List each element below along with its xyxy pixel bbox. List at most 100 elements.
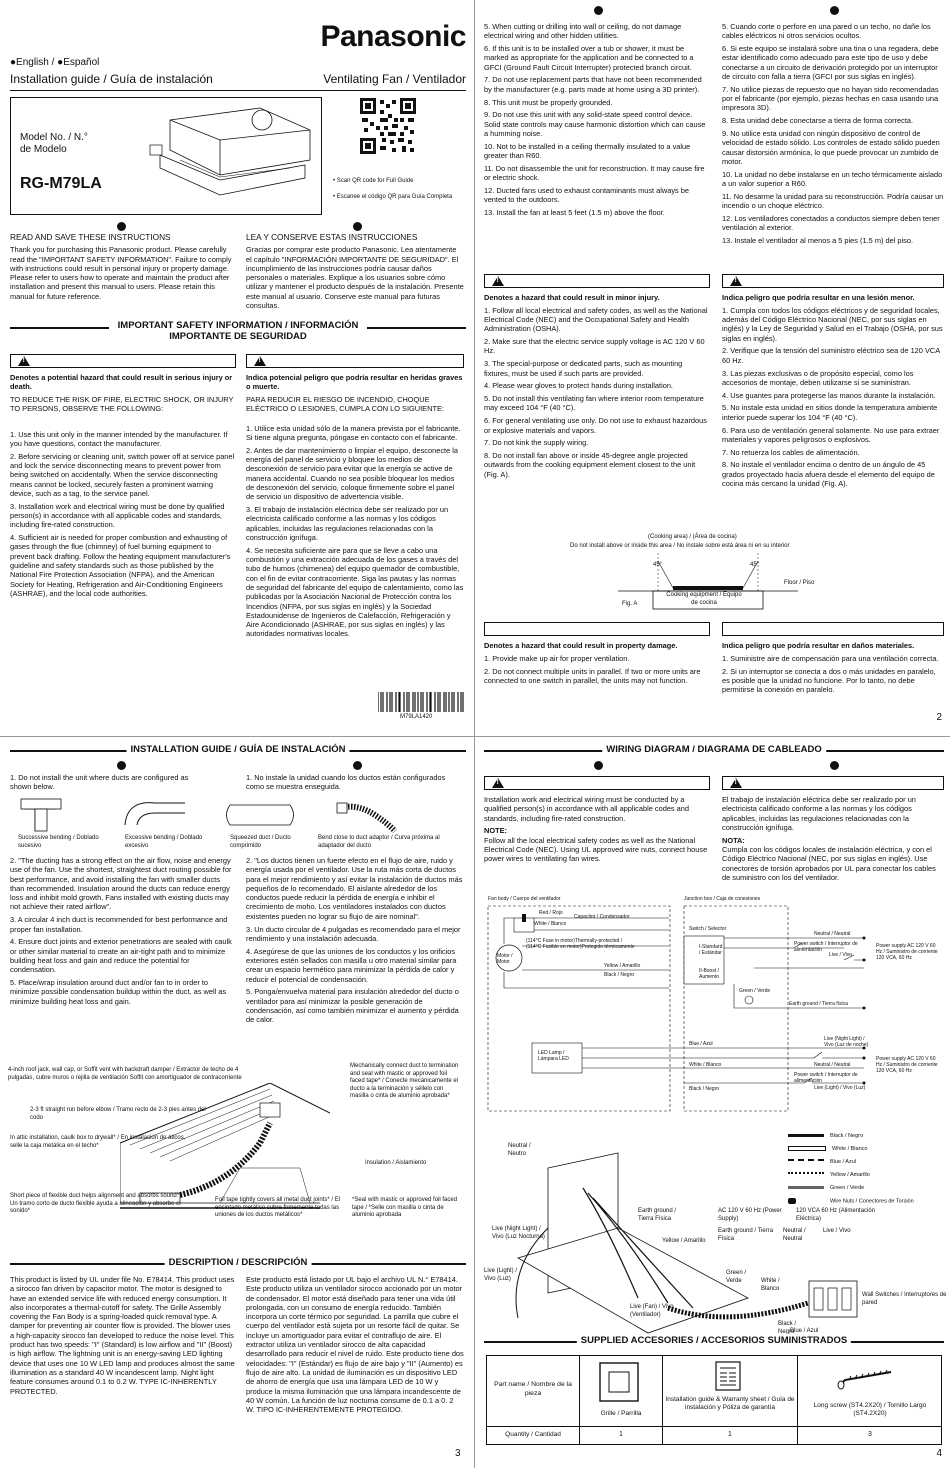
schem-supply: Power supply AC 120 V 60 Hz / Suministro… xyxy=(876,943,938,961)
schem-boost: II-Boost / Aumento xyxy=(699,968,720,980)
schem-red: Red / Rojo xyxy=(539,910,563,916)
schem-power-switch-2: Power switch / Interruptor de alimentaci… xyxy=(794,1072,858,1084)
caution-es-item: 4. Use guantes para protegerse las manos… xyxy=(722,390,936,400)
schem-supply-2: Power supply AC 120 V 60 Hz / Suministro… xyxy=(876,1056,938,1074)
legend-green: Green / Verde xyxy=(788,1185,948,1198)
grille-icon xyxy=(599,1362,639,1402)
caution-en-head: Denotes a hazard that could result in mi… xyxy=(484,293,660,302)
fig-a-note: Do not install above or inside this area… xyxy=(570,543,790,549)
supply-ac-es: 120 VCA 60 Hz (Alimentación Eléctrica) xyxy=(796,1208,876,1222)
schem-capacitor: Capacitor / Condensador xyxy=(574,914,630,920)
schem-power-switch: Power switch / Interruptor de alimentaci… xyxy=(794,941,858,953)
warning-es-cont: 5. Cuando corte o perfore en una pared o… xyxy=(722,22,944,249)
warning-en-item: 12. Ducted fans used to exhaust contamin… xyxy=(484,185,689,205)
en-marker xyxy=(594,6,603,15)
caution-en-item: 5. Do not install this ventilating fan w… xyxy=(484,394,704,413)
fig-a-angle-left: 45° xyxy=(653,562,663,568)
schem-fuse-es: (114°C Fusible en motor)Protegido térmic… xyxy=(526,944,635,950)
warning-es-intro: PARA REDUCIR EL RIESGO DE INCENDIO, CHOQ… xyxy=(246,395,444,414)
warning-es-item: 5. Cuando corte o perfore en una pared o… xyxy=(722,22,931,41)
es-marker xyxy=(353,761,362,770)
warning-en-item: 5. When cutting or drilling into wall or… xyxy=(484,22,682,41)
caution-en-item: 1. Follow all local electrical and safet… xyxy=(484,305,708,334)
part-name-label: Part name / Nombre de la pieza xyxy=(494,1381,572,1397)
attic-caulk: In attic installation, caulk box to dryw… xyxy=(10,1135,186,1149)
caution-en-item: 7. Do not kink the supply wiring. xyxy=(484,438,589,448)
warning-en-cont: 5. When cutting or drilling into wall or… xyxy=(484,22,710,221)
description-en: This product is listed by UL under file … xyxy=(10,1275,235,1396)
es-marker xyxy=(830,6,839,15)
caution-es: Indica peligro que podría resultar en un… xyxy=(722,293,944,492)
schematic: Fan body / Cuerpo del ventilador Junctio… xyxy=(484,888,944,1118)
caution-es-item: 2. Verifique que la tensión del suminist… xyxy=(722,346,940,365)
schem-white: White / Blanco xyxy=(534,921,567,927)
duct-config-illustrations xyxy=(20,798,398,834)
accessories-table: Part name / Nombre de la pieza Quantity … xyxy=(486,1355,942,1445)
read-save-es-body: Gracias por comprar este producto Panaso… xyxy=(246,245,464,311)
warning-en-item: 13. Install the fan at least 5 feet (1.5… xyxy=(484,208,665,218)
caution-es-item: 1. Cumpla con todos los códigos eléctric… xyxy=(722,305,943,343)
junction-wiring-illustration xyxy=(515,1152,809,1334)
qr-code xyxy=(360,98,416,154)
language-line: ●English / ●Español xyxy=(10,57,100,68)
install-es-item: 5. Ponga/envuelva material para insulaci… xyxy=(246,987,459,1025)
caution-en-item: 3. The special-purpose or dedicated part… xyxy=(484,359,683,378)
header-left: Installation guide / Guía de instalación xyxy=(10,72,213,86)
wiring-en-body: Installation work and electrical wiring … xyxy=(484,795,690,823)
warning-icon xyxy=(18,356,30,366)
description-es: Este producto está listado por UL bajo e… xyxy=(246,1275,464,1415)
supply-green: Green / Verde xyxy=(726,1270,747,1284)
caution-en-item: 8. Do not install fan above or inside 45… xyxy=(484,451,696,479)
install-en: 2. "The ducting has a strong effect on t… xyxy=(10,856,236,1009)
caution-es-head: Indica peligro que podría resultar en un… xyxy=(722,293,915,302)
notice-label-en xyxy=(484,622,710,636)
install-en-item: 4. Ensure duct joints and exterior penet… xyxy=(10,937,232,975)
supply-white: White / Blanco xyxy=(761,1278,780,1292)
caution-es-item: 8. No instale el ventilador encima o den… xyxy=(722,460,935,489)
warning-es-item: 6. Si este equipo se instalará sobre una… xyxy=(722,44,939,81)
warning-en-item: 6. If this unit is to be installed over … xyxy=(484,44,694,72)
description-title: DESCRIPTION / DESCRIPCIÓN xyxy=(164,1256,312,1269)
wiring-en: Installation work and electrical wiring … xyxy=(484,795,710,867)
warning-es-item: 11. No desarme la unidad para su reconst… xyxy=(722,191,944,211)
es-marker xyxy=(353,222,362,231)
install-header: INSTALLATION GUIDE / GUÍA DE INSTALACIÓN xyxy=(10,743,466,757)
caution-icon xyxy=(730,276,742,286)
schem-fan-body: Fan body / Cuerpo del ventilador xyxy=(488,896,561,902)
warning-es-item: 10. La unidad no debe instalarse en un t… xyxy=(722,169,943,188)
schem-earth: Earth ground / Tierra física xyxy=(789,1001,848,1007)
install-en-1: 1. Do not install the unit where ducts a… xyxy=(10,773,189,792)
caution-icon xyxy=(492,276,504,286)
notice-es-item: 1. Suministre aire de compensación para … xyxy=(722,653,939,663)
attic-installation-illustration xyxy=(120,1083,330,1209)
schem-live: Live / Vivo xyxy=(829,952,852,958)
accessories-header: SUPPLIED ACCESORIES / ACCESORIOS SUMINIS… xyxy=(484,1334,944,1348)
en-marker xyxy=(117,222,126,231)
attic-mechanical-connect: Mechanically connect duct to termination… xyxy=(350,1063,459,1099)
warning-es-item: 3. El trabajo de instalación eléctrica d… xyxy=(246,505,449,542)
attic-seal-note: *Seal with mastic or approved foil faced… xyxy=(352,1197,458,1218)
screw-icon xyxy=(837,1370,892,1390)
page-3: INSTALLATION GUIDE / GUÍA DE INSTALACIÓN… xyxy=(0,738,470,1468)
attic-foil-tape: Foil tape tightly covers all metal duct … xyxy=(215,1197,341,1218)
page-number-2: 2 xyxy=(936,712,942,723)
fig-a-area: (Cooking area) / (Área de cocina) xyxy=(648,534,737,540)
wall-switches-label: Wall Switches / Interruptores de pared xyxy=(862,1292,947,1306)
warning-en-item: 7. Do not use replacement parts that hav… xyxy=(484,75,702,94)
wire-legend: Black / Negro White / Blanco Blue / Azul… xyxy=(788,1133,948,1211)
caution-es-item: 5. No instale esta unidad en sitios dond… xyxy=(722,403,938,422)
install-en-item: 3. A circular 4 inch duct is recommended… xyxy=(10,915,228,934)
wiring-note-es: Cumpla con los códigos locales de instal… xyxy=(722,844,936,882)
warning-es: Indica potencial peligro que podría resu… xyxy=(246,373,464,642)
brand-logo: Panasonic xyxy=(320,20,466,53)
fig-a-diagram xyxy=(618,553,798,610)
schematic-lines xyxy=(487,905,866,1112)
model-label: Model No. / N.° de Modelo xyxy=(20,132,88,155)
legend-white: White / Blanco xyxy=(788,1146,948,1159)
warning-en-item: 3. Installation work and electrical wiri… xyxy=(10,501,225,530)
supply-black: Black / Negro xyxy=(778,1321,797,1335)
duct-label-1: Successive bending / Doblado sucesivo xyxy=(18,835,99,849)
accessories-title: SUPPLIED ACCESORIES / ACCESORIOS SUMINIS… xyxy=(576,1334,852,1347)
model-number: RG-M79LA xyxy=(20,175,102,192)
warning-en: Denotes a potential hazard that could re… xyxy=(10,373,236,602)
